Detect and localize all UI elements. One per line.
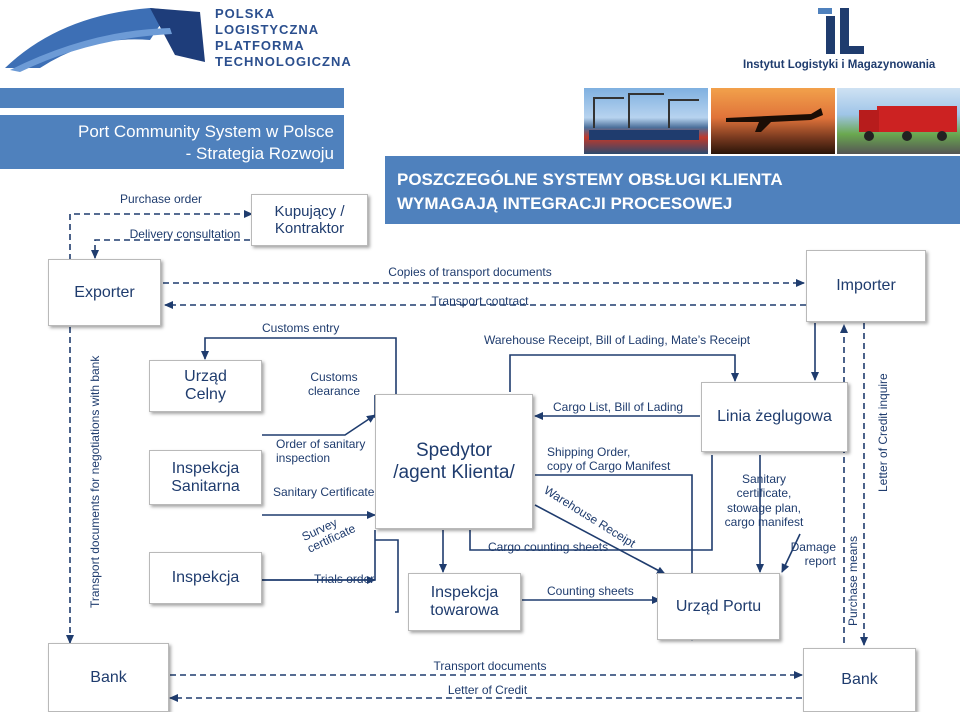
edge-label-line: Sanitary: [741, 472, 787, 486]
edge-label-line: Order of sanitary: [276, 437, 366, 451]
letter-of-credit-inquire-label: Letter of Credit inquire: [876, 373, 890, 492]
exporter-node[interactable]: Exporter: [48, 259, 161, 326]
transport-docs-bank-label: Transport documents for negotiations wit…: [88, 355, 102, 608]
node-label: Kupujący /: [274, 203, 345, 220]
shipping-line-node[interactable]: Linia żeglugowa: [701, 382, 848, 452]
edge-label-line: copy of Cargo Manifest: [547, 459, 671, 474]
port-cranes-photo: [584, 88, 708, 154]
transport-documents-label: Transport documents: [433, 659, 547, 673]
edge-label-line: certificate,: [736, 486, 792, 501]
page-title-line: Port Community System w Polsce: [77, 122, 334, 141]
node-label: Bank: [841, 671, 878, 688]
trials-order-label: Trials order: [314, 572, 375, 586]
plpt-logo: POLSKA LOGISTYCZNA PLATFORMA TECHNOLOGIC…: [0, 0, 352, 75]
edge-label-line: inspection: [276, 451, 331, 466]
copies-transport-docs-label: Copies of transport documents: [388, 265, 552, 279]
cargo-inspection-node[interactable]: Inspekcja towarowa: [408, 573, 521, 631]
damage-report-label: Damage report: [788, 540, 836, 569]
node-label: Inspekcja: [171, 569, 240, 586]
edge-label-line: stowage plan,: [726, 500, 802, 515]
counting-sheets-label: Counting sheets: [547, 584, 634, 598]
banner-line: POSZCZEGÓLNE SYSTEMY OBSŁUGI KLIENTA: [397, 170, 783, 189]
node-label: Exporter: [74, 283, 135, 301]
letter-of-credit-label: Letter of Credit: [447, 683, 528, 697]
node-label: Bank: [90, 668, 127, 686]
delivery-consultation-label: Delivery consultation: [129, 227, 241, 241]
importer-node[interactable]: Importer: [806, 250, 926, 322]
page-title: Port Community System w Polsce - Strateg…: [0, 115, 344, 169]
inspection-node[interactable]: Inspekcja: [149, 552, 262, 604]
truck-photo: [837, 88, 960, 154]
customs-office-node[interactable]: Urząd Celny: [149, 360, 262, 412]
node-label: Sanitarna: [171, 477, 240, 495]
node-label: Spedytor: [415, 439, 493, 461]
buyer-contractor-node[interactable]: Kupujący / Kontraktor: [251, 194, 368, 246]
logo-text-line: TECHNOLOGICZNA: [215, 54, 352, 69]
edge-label-line: Damage: [790, 540, 836, 554]
transport-contract-label: Transport contract: [431, 294, 529, 308]
sanitary-stowage-label: Sanitary certificate, stowage plan, carg…: [718, 472, 810, 530]
edge-label-line: Shipping Order,: [547, 445, 631, 459]
purchase-order-label: Purchase order: [119, 192, 203, 206]
warehouse-receipt-bl-label: Warehouse Receipt, Bill of Lading, Mate’…: [484, 333, 751, 347]
logo-text-line: PLATFORMA: [215, 38, 305, 53]
edge-label-line: Customs: [310, 370, 358, 384]
port-office-node[interactable]: Urząd Portu: [657, 573, 780, 640]
shipping-order-label: Shipping Order, copy of Cargo Manifest: [547, 445, 670, 474]
customs-entry-label: Customs entry: [262, 321, 340, 335]
order-sanitary-label: Order of sanitary inspection: [276, 437, 365, 466]
ilim-logo-text: Instytut Logistyki i Magazynowania: [743, 59, 936, 71]
plpt-logo-icon: [5, 8, 205, 72]
sanitary-certificate-label: Sanitary Certificate: [273, 485, 375, 499]
customs-clearance-label: Customs clearance: [298, 370, 370, 399]
page-title-line: - Strategia Rozwoju: [185, 144, 334, 163]
node-label: Kontraktor: [274, 220, 345, 237]
bank-left-node[interactable]: Bank: [48, 643, 169, 712]
logo-text-line: LOGISTYCZNA: [215, 22, 320, 37]
banner-line: WYMAGAJĄ INTEGRACJI PROCESOWEJ: [397, 194, 733, 213]
integration-banner: POSZCZEGÓLNE SYSTEMY OBSŁUGI KLIENTA WYM…: [385, 156, 960, 224]
ilim-logo: Instytut Logistyki i Magazynowania: [740, 4, 955, 74]
edge-label-line: report: [804, 554, 836, 569]
sanitary-inspection-node[interactable]: Inspekcja Sanitarna: [149, 450, 262, 505]
forwarder-node[interactable]: Spedytor /agent Klienta/: [375, 394, 533, 529]
node-label: towarowa: [430, 602, 499, 619]
node-label: Importer: [836, 277, 896, 294]
ilim-logo-icon: [818, 8, 864, 54]
bank-right-node[interactable]: Bank: [803, 648, 916, 712]
node-label: Urząd Portu: [675, 597, 762, 615]
title-stripe: [0, 88, 344, 108]
node-label: Inspekcja: [430, 584, 499, 601]
edge-label-line: cargo manifest: [724, 515, 804, 530]
node-label: Linia żeglugowa: [717, 408, 832, 425]
node-label: /agent Klienta/: [393, 461, 515, 483]
cargo-list-bl-label: Cargo List, Bill of Lading: [553, 400, 684, 414]
node-label: Celny: [185, 386, 226, 403]
node-label: Inspekcja: [171, 459, 240, 477]
node-label: Urząd: [184, 368, 227, 385]
cargo-counting-sheets-label: Cargo counting sheets: [488, 540, 609, 554]
edge-label-line: clearance: [307, 384, 361, 399]
purchase-means-label: Purchase means: [846, 535, 860, 626]
airplane-photo: [711, 88, 835, 154]
logo-text-line: POLSKA: [215, 6, 276, 21]
